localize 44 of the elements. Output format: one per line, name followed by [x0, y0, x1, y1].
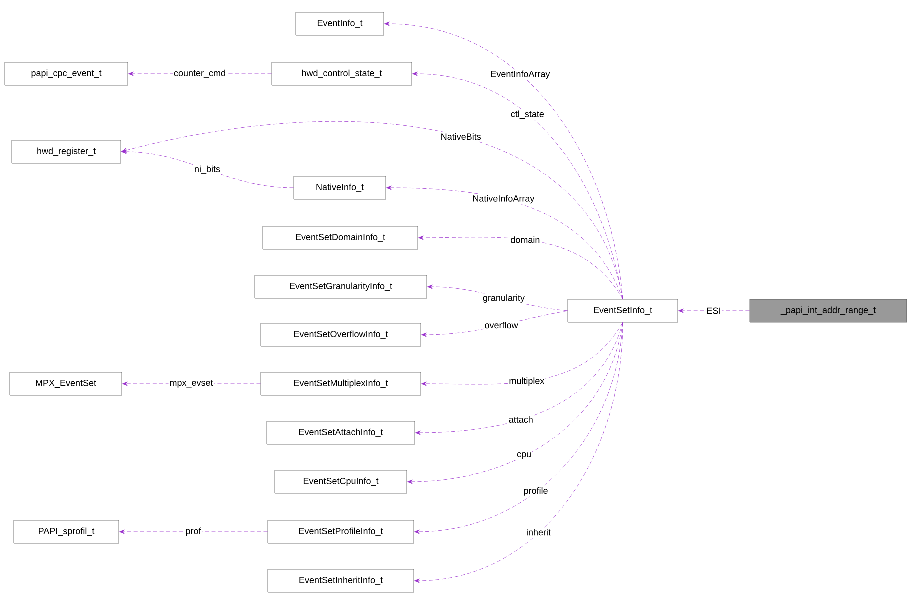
class-box: EventSetInheritInfo_t — [268, 569, 414, 593]
edge-label: domain — [510, 236, 542, 244]
edge-label: profile — [522, 486, 550, 497]
edge-label: inherit — [526, 528, 552, 537]
edge-label: ESI — [706, 306, 722, 316]
edge-label: NativeInfoArray — [472, 194, 536, 205]
arrow — [416, 322, 624, 436]
edge-label: cpu — [516, 452, 533, 460]
arrow — [122, 150, 294, 188]
class-box: EventSetOverflowInfo_t — [260, 323, 422, 347]
class-box: EventSetDomainInfo_t — [262, 226, 418, 250]
arrow — [122, 121, 624, 300]
class-box: EventSetGranularityInfo_t — [254, 275, 428, 299]
class-box: hwd_register_t — [12, 140, 122, 164]
class-box: _papi_int_addr_range_t — [750, 299, 908, 323]
arrow — [120, 530, 268, 534]
class-box: PAPI_sprofil_t — [14, 520, 120, 544]
edge-label: ni_bits — [194, 164, 222, 176]
arrow — [414, 322, 624, 584]
class-box: papi_cpc_event_t — [4, 62, 128, 86]
class-box: hwd_control_state_t — [272, 62, 412, 86]
class-box: MPX_EventSet — [10, 372, 122, 396]
class-box: EventSetMultiplexInfo_t — [260, 372, 422, 396]
edge-label: counter_cmd — [173, 68, 228, 80]
class-box: EventSetProfileInfo_t — [268, 520, 414, 544]
class-box: NativeInfo_t — [294, 176, 386, 200]
class-box: EventSetAttachInfo_t — [266, 421, 416, 445]
edge-label: attach — [508, 415, 534, 424]
edge-label: granularity — [482, 294, 526, 304]
arrow — [678, 308, 750, 314]
class-box: EventSetInfo_t — [568, 299, 678, 323]
edge-label: EventInfoArray — [490, 70, 552, 80]
arrow — [384, 22, 624, 300]
arrow — [422, 322, 624, 386]
class-box: EventInfo_t — [296, 12, 384, 36]
arrow — [418, 236, 624, 300]
edge-label: prof — [184, 526, 202, 538]
edge-label: multiplex — [508, 376, 546, 387]
edge-label: ctl_state — [510, 110, 546, 120]
edge-label: mpx_evset — [168, 379, 214, 389]
arrow — [386, 186, 624, 300]
class-box: EventSetCpuInfo_t — [274, 470, 408, 494]
edge-label: overflow — [484, 321, 520, 330]
edge-label: NativeBits — [440, 132, 482, 142]
